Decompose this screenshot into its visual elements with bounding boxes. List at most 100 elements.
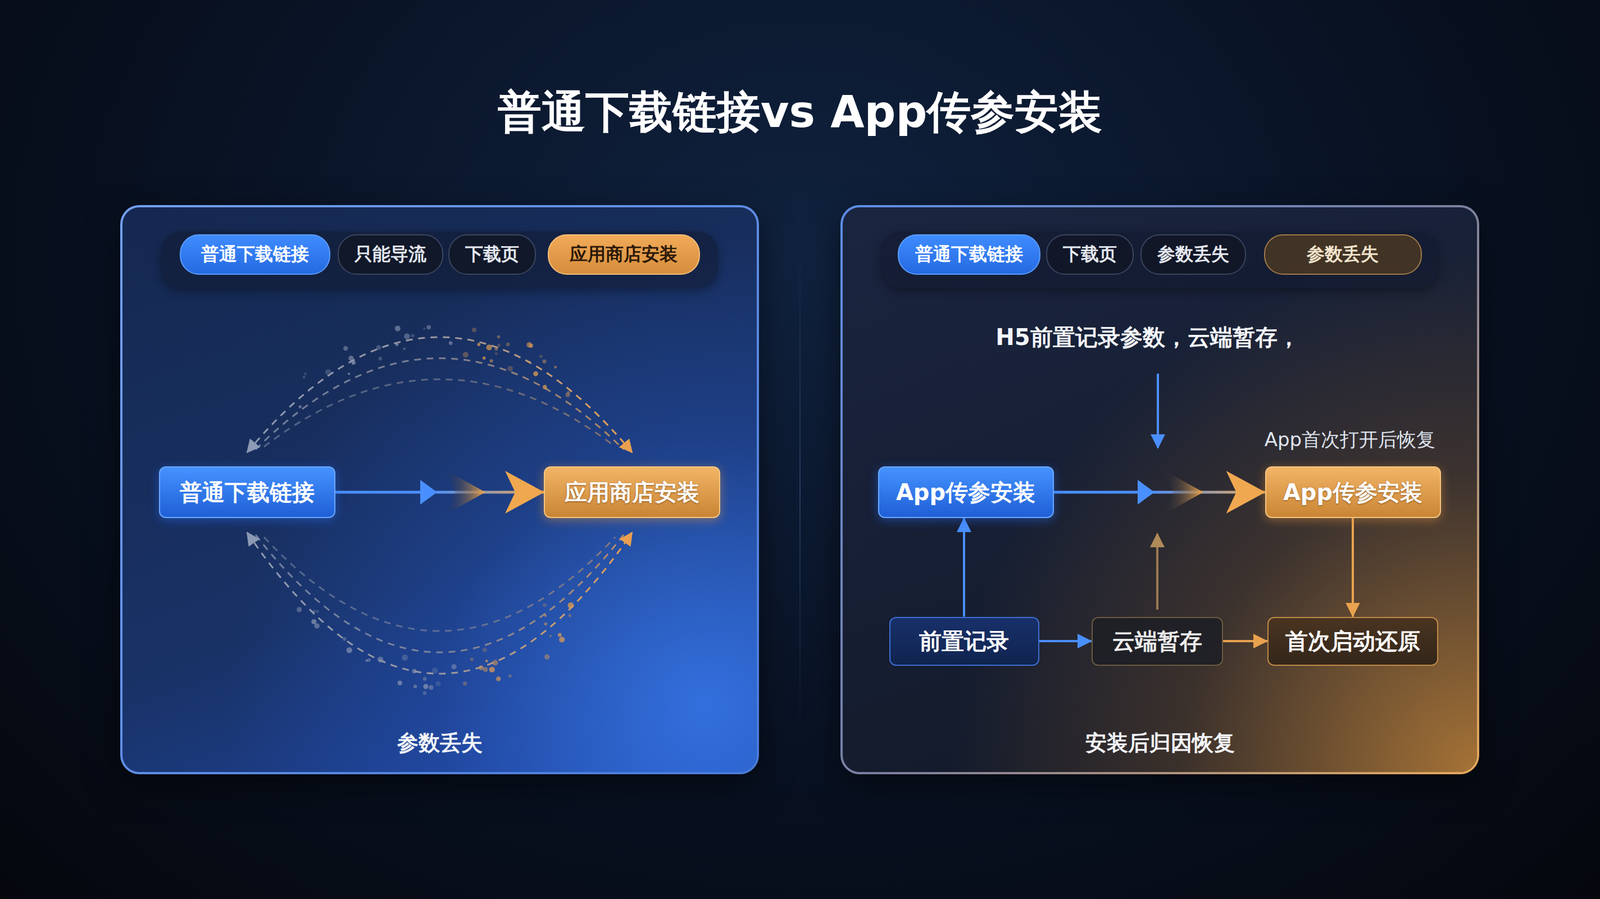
particle-dot <box>544 614 547 617</box>
comparison-panel: 普通下载链接下载页参数丢失参数丢失App传参安装App传参安装前置记录云端暂存首… <box>840 205 1480 775</box>
particle-dot <box>401 654 408 661</box>
particle-dot <box>544 622 548 626</box>
particle-dot <box>315 609 319 613</box>
particle-dot <box>411 669 417 674</box>
down-arrow <box>1156 373 1159 448</box>
particle-dot <box>486 344 493 350</box>
particle-dot <box>367 657 371 662</box>
particle-dot <box>497 335 501 339</box>
tag-text: 下载页 <box>465 242 520 267</box>
particle-dot <box>403 333 410 339</box>
divider-line <box>799 241 801 736</box>
particle-dot <box>423 327 426 330</box>
particle-dot <box>365 659 368 663</box>
chevron <box>1162 469 1204 515</box>
particle-dot <box>312 610 316 613</box>
particle-dot <box>567 602 575 609</box>
flow-arrow <box>1223 639 1268 643</box>
process-box: 普通下载链接 <box>158 466 336 518</box>
particle-dot <box>548 634 552 638</box>
particle-dot <box>553 365 557 369</box>
particle-dot <box>314 623 320 629</box>
particle-dot <box>542 603 547 608</box>
tag-pill: 普通下载链接 <box>897 234 1041 275</box>
particle-dot <box>423 676 427 681</box>
particle-dot <box>342 637 347 642</box>
particle-dot <box>542 384 548 390</box>
tag-text: 下载页 <box>1062 242 1117 267</box>
particle-dot <box>423 691 427 695</box>
tag-pill: 应用商店安装 <box>547 234 700 275</box>
tag-pill: 普通下载链接 <box>179 234 331 275</box>
particle-dot <box>557 632 562 637</box>
particle-dot <box>508 674 512 677</box>
panel-caption: 参数丢失 <box>120 728 759 758</box>
particle-dot <box>505 342 510 347</box>
tag-text: 应用商店安装 <box>569 242 678 267</box>
chevron <box>444 469 486 515</box>
arrow-head <box>420 479 438 505</box>
particle-dot <box>402 347 406 350</box>
process-box: 首次启动还原 <box>1267 616 1439 666</box>
particle-dot <box>470 657 474 662</box>
particle-dot <box>533 371 539 377</box>
process-box: 云端暂存 <box>1091 616 1224 666</box>
particle-dots <box>296 325 574 695</box>
particle-dot <box>378 356 383 361</box>
particle-dot <box>527 360 531 364</box>
note-label: App首次打开后恢复 <box>1264 426 1436 453</box>
process-box: App传参安装 <box>1265 466 1442 518</box>
particle-dot <box>311 619 317 625</box>
box-text: 首次启动还原 <box>1285 625 1421 657</box>
particle-dot <box>325 369 332 376</box>
flow-arrow <box>1039 639 1093 643</box>
particle-dot <box>296 606 302 612</box>
box-text: 普通下载链接 <box>179 476 315 508</box>
chevrons <box>420 469 1204 515</box>
particle-dot <box>462 681 467 686</box>
tag-text: 参数丢失 <box>1157 242 1230 267</box>
box-text: App传参安装 <box>1283 476 1423 508</box>
particle-dot <box>489 666 495 672</box>
tag-pill: 下载页 <box>1046 234 1134 275</box>
particle-dot <box>558 636 565 643</box>
particle-dot <box>496 676 501 681</box>
comparison-panel: 普通下载链接只能导流下载页应用商店安装普通下载链接应用商店安装参数丢失 <box>120 205 759 775</box>
arrow-head <box>1137 479 1155 505</box>
tag-pill: 参数丢失 <box>1140 234 1247 275</box>
particle-dot <box>492 659 498 666</box>
particle-dot <box>462 351 469 358</box>
up-arrow <box>1156 533 1159 610</box>
particle-dot <box>544 654 550 660</box>
particle-dot <box>375 344 381 350</box>
particle-dot <box>448 341 453 345</box>
box-text: 前置记录 <box>919 625 1009 657</box>
dashed-arc <box>255 534 624 653</box>
particle-dot <box>566 391 571 395</box>
note-label: H5前置记录参数，云端暂存， <box>995 321 1300 353</box>
particle-dot <box>351 360 356 365</box>
particle-dot <box>395 342 399 347</box>
tag-text: 普通下载链接 <box>201 242 309 267</box>
particle-dot <box>347 372 350 375</box>
particle-dot <box>451 664 457 670</box>
tag-text: 普通下载链接 <box>915 242 1024 267</box>
dashed-arc <box>247 532 633 674</box>
particle-dot <box>343 346 349 352</box>
particle-dot <box>482 647 488 652</box>
flow-arrow <box>1053 491 1266 494</box>
box-text: 应用商店安装 <box>564 476 700 508</box>
particle-dot <box>377 656 384 663</box>
dashed-arc <box>264 537 616 631</box>
particle-dot <box>478 665 484 671</box>
tag-pill: 下载页 <box>448 234 536 275</box>
particle-dot <box>426 325 431 330</box>
process-box: 前置记录 <box>889 616 1040 666</box>
particle-dot <box>298 405 302 408</box>
particle-dot <box>346 647 353 653</box>
dashed-arc <box>255 358 624 450</box>
particle-dot <box>494 352 498 356</box>
particle-dot <box>476 342 481 347</box>
particle-dot <box>423 683 429 689</box>
